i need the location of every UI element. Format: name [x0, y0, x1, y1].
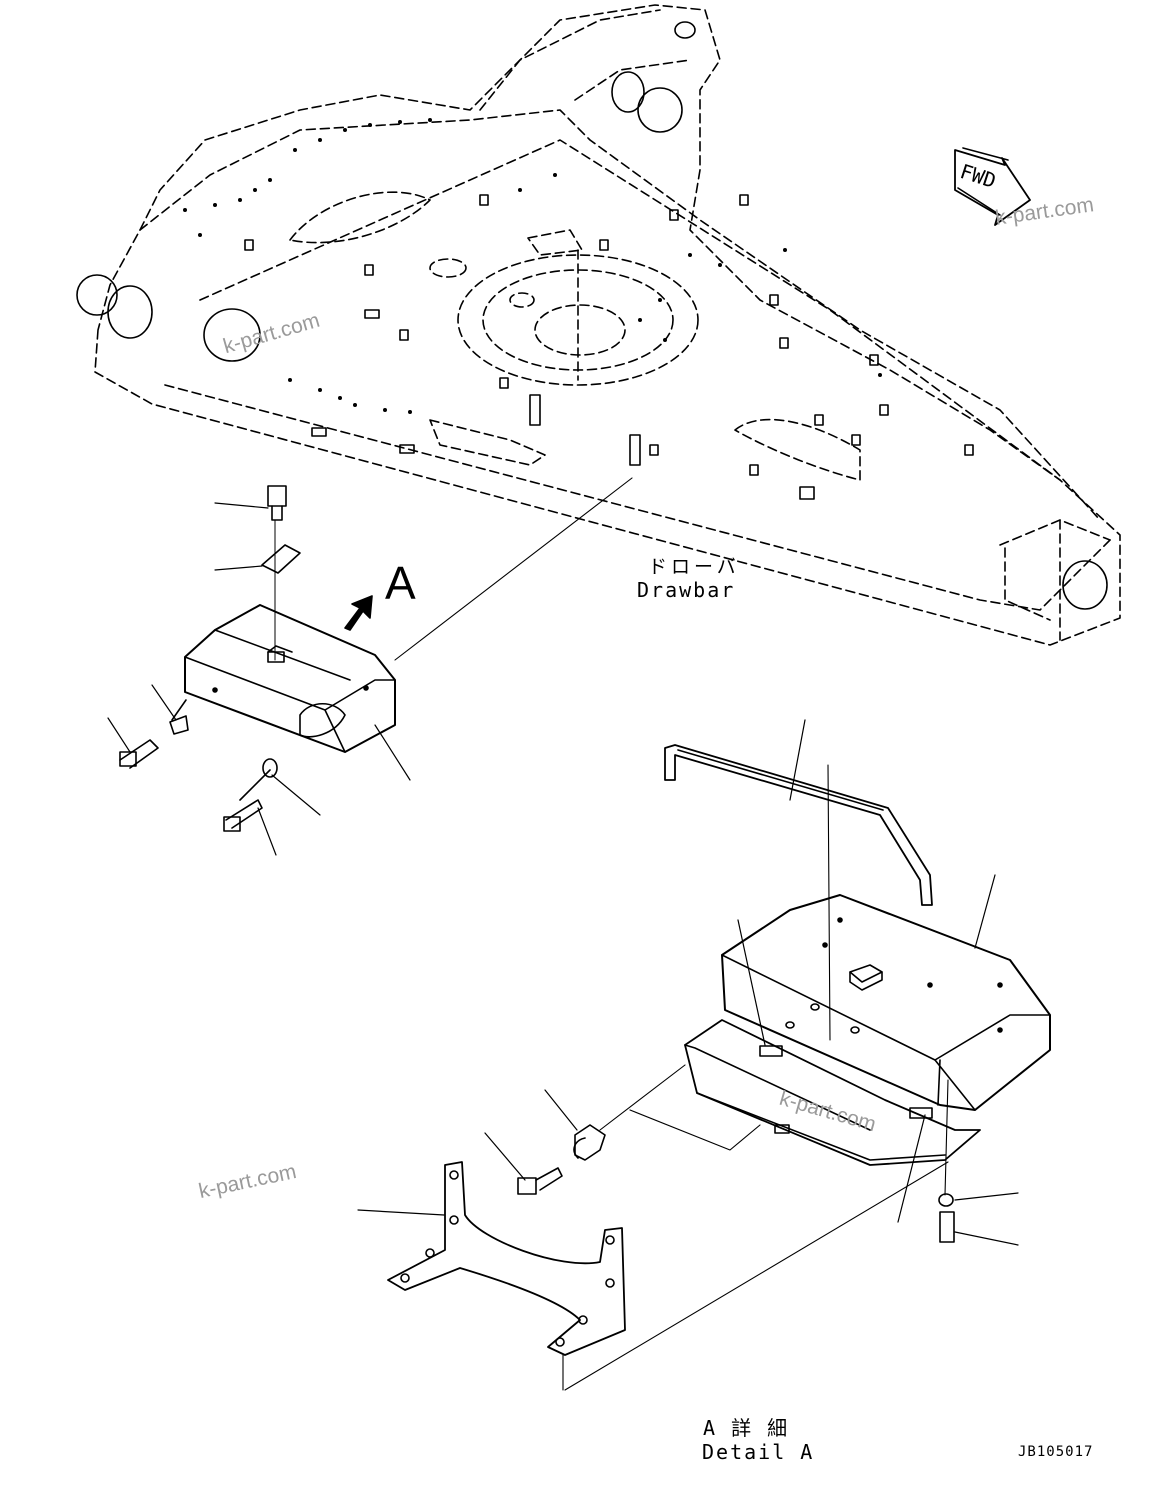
- view-a-letter: A: [385, 557, 416, 609]
- fwd-arrow-icon: [954, 147, 1031, 226]
- detail-a-assembly: [357, 719, 1051, 1391]
- drawbar-label-jp: ドローバ: [648, 556, 740, 578]
- drawbar-frame: [76, 4, 1121, 646]
- view-arrow-icon: [344, 595, 373, 631]
- drawbar-label: Drawbar: [637, 578, 736, 602]
- cover-assembly-small: [107, 477, 633, 856]
- figure-code: JB105017: [1018, 1444, 1094, 1460]
- detail-a-label-jp: A 詳 細: [703, 1416, 790, 1440]
- detail-a-label: Detail A: [702, 1440, 815, 1464]
